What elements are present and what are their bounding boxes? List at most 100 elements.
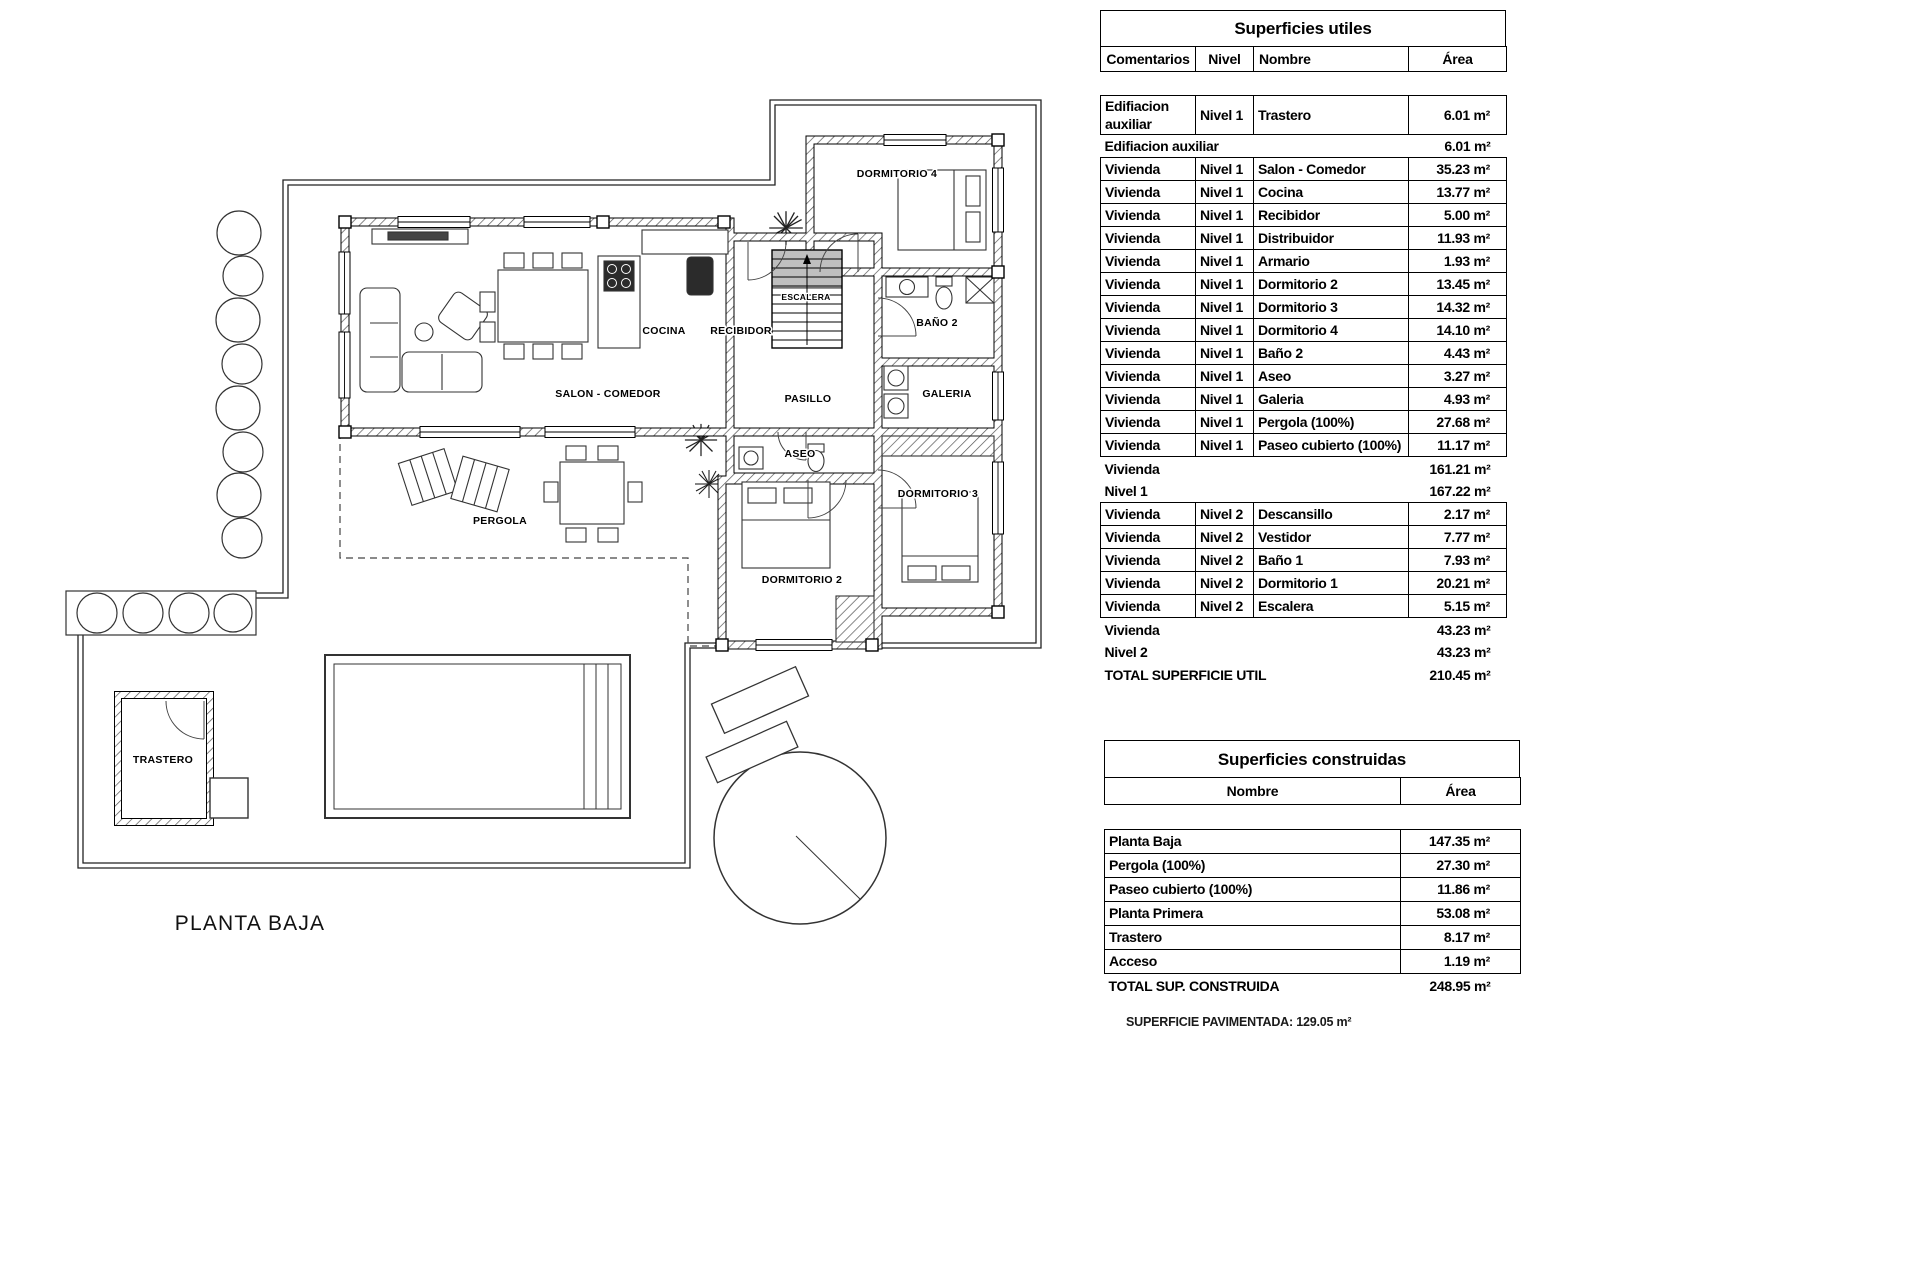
cell-area: 20.21 m² [1408, 571, 1507, 596]
recibidor-label: RECIBIDOR [710, 325, 772, 337]
table-subtotal-row: Nivel 1 167.22 m² [1101, 480, 1507, 503]
cell-nivel: Nivel 1 [1195, 364, 1254, 389]
cell-area: 53.08 m² [1400, 901, 1521, 926]
cell-area: 14.32 m² [1408, 295, 1507, 320]
cell-nombre: Escalera [1253, 594, 1409, 619]
subtotal-area: 6.01 m² [1444, 138, 1491, 155]
cell-area: 13.45 m² [1408, 272, 1507, 297]
col-header-area: Área [1408, 46, 1507, 72]
cell-nombre: Pergola (100%) [1104, 853, 1401, 878]
subtotal-area: 248.95 m² [1429, 977, 1491, 994]
cell-nivel: Nivel 1 [1195, 410, 1254, 435]
cell-nombre: Cocina [1253, 180, 1409, 205]
pergola-deck-chairs [397, 447, 510, 513]
cell-area: 1.93 m² [1408, 249, 1507, 274]
cell-nombre: Galeria [1253, 387, 1409, 412]
subtotal-area: 210.45 m² [1429, 667, 1491, 684]
subtotal-label: Vivienda [1104, 460, 1160, 477]
pasillo-label: PASILLO [785, 393, 832, 405]
windows [338, 134, 1004, 651]
subtotal-label: Vivienda [1104, 621, 1160, 638]
cell-nombre: Distribuidor [1253, 226, 1409, 251]
cell-nivel: Nivel 1 [1195, 180, 1254, 205]
col-header-nivel: Nivel [1195, 46, 1254, 72]
bed-dormitorio4 [897, 169, 987, 251]
bed-dormitorio3 [881, 435, 995, 583]
cell-nivel: Nivel 1 [1195, 203, 1254, 228]
cell-nombre: Dormitorio 2 [1253, 272, 1409, 297]
cell-area: 27.30 m² [1400, 853, 1521, 878]
cell-nombre: Descansillo [1253, 502, 1409, 527]
cell-nombre: Baño 2 [1253, 341, 1409, 366]
cell-area: 5.15 m² [1408, 594, 1507, 619]
table-gap [1100, 72, 1506, 95]
cell-comentarios: Vivienda [1100, 387, 1196, 412]
pergola-label: PERGOLA [473, 515, 527, 527]
cell-comentarios: Vivienda [1100, 341, 1196, 366]
cell-nombre: Salon - Comedor [1253, 157, 1409, 182]
cell-nombre: Recibidor [1253, 203, 1409, 228]
cell-area: 147.35 m² [1400, 829, 1521, 854]
cell-area: 11.93 m² [1408, 226, 1507, 251]
cell-comentarios: Vivienda [1100, 318, 1196, 343]
room-labels: DORMITORIO 4 ESCALERA BAÑO 2 COCINA RECI… [131, 167, 979, 768]
cell-nivel: Nivel 2 [1195, 548, 1254, 573]
cell-nombre: Armario [1253, 249, 1409, 274]
cell-nivel: Nivel 1 [1195, 341, 1254, 366]
cell-nombre: Dormitorio 3 [1253, 295, 1409, 320]
plan-title: PLANTA BAJA [175, 912, 326, 935]
bano2-label: BAÑO 2 [916, 316, 957, 329]
cell-nombre: Paseo cubierto (100%) [1104, 877, 1401, 902]
table-subtotal-row: Vivienda 43.23 m² [1101, 618, 1507, 641]
cell-area: 3.27 m² [1408, 364, 1507, 389]
utiles-title: Superficies utiles [1100, 10, 1506, 47]
cell-nivel: Nivel 2 [1195, 571, 1254, 596]
salon-furniture [359, 228, 488, 393]
planter-row-bottom [65, 590, 257, 636]
table-row: Pergola (100%)27.30 m² [1104, 853, 1521, 878]
galeria-label: GALERIA [922, 388, 971, 400]
cell-area: 6.01 m² [1408, 94, 1507, 136]
subtotal-label: Edifiacion auxiliar [1104, 138, 1219, 155]
bed-dormitorio2 [741, 481, 875, 643]
cell-area: 27.68 m² [1408, 410, 1507, 435]
utiles-header-row: Comentarios Nivel Nombre Área [1100, 46, 1507, 72]
trastero-label: TRASTERO [133, 754, 193, 766]
pool [324, 654, 631, 819]
col-header-area: Área [1400, 777, 1521, 805]
cell-nombre: Dormitorio 4 [1253, 318, 1409, 343]
cell-nombre: Vestidor [1253, 525, 1409, 550]
subtotal-area: 43.23 m² [1436, 621, 1491, 638]
cell-nombre: Trastero [1104, 925, 1401, 950]
aseo-fixtures [738, 443, 825, 473]
cell-nombre: Baño 1 [1253, 548, 1409, 573]
subtotal-label: Nivel 1 [1104, 483, 1148, 500]
cell-nombre: Pergola (100%) [1253, 410, 1409, 435]
cell-nivel: Nivel 1 [1195, 295, 1254, 320]
cell-area: 14.10 m² [1408, 318, 1507, 343]
cell-nombre: Planta Primera [1104, 901, 1401, 926]
subtotal-label: TOTAL SUP. CONSTRUIDA [1108, 977, 1280, 994]
construidas-title: Superficies construidas [1104, 740, 1520, 778]
trastero-building [114, 691, 249, 826]
col-header-nombre: Nombre [1253, 46, 1409, 72]
cell-nombre: Dormitorio 1 [1253, 571, 1409, 596]
cell-comentarios: Vivienda [1100, 226, 1196, 251]
cell-area: 35.23 m² [1408, 157, 1507, 182]
cell-area: 5.00 m² [1408, 203, 1507, 228]
subtotal-area: 167.22 m² [1429, 483, 1491, 500]
superficies-construidas-table: Superficies construidas Nombre Área Plan… [1104, 740, 1521, 998]
col-header-comentarios: Comentarios [1100, 46, 1196, 72]
doors [747, 233, 917, 519]
